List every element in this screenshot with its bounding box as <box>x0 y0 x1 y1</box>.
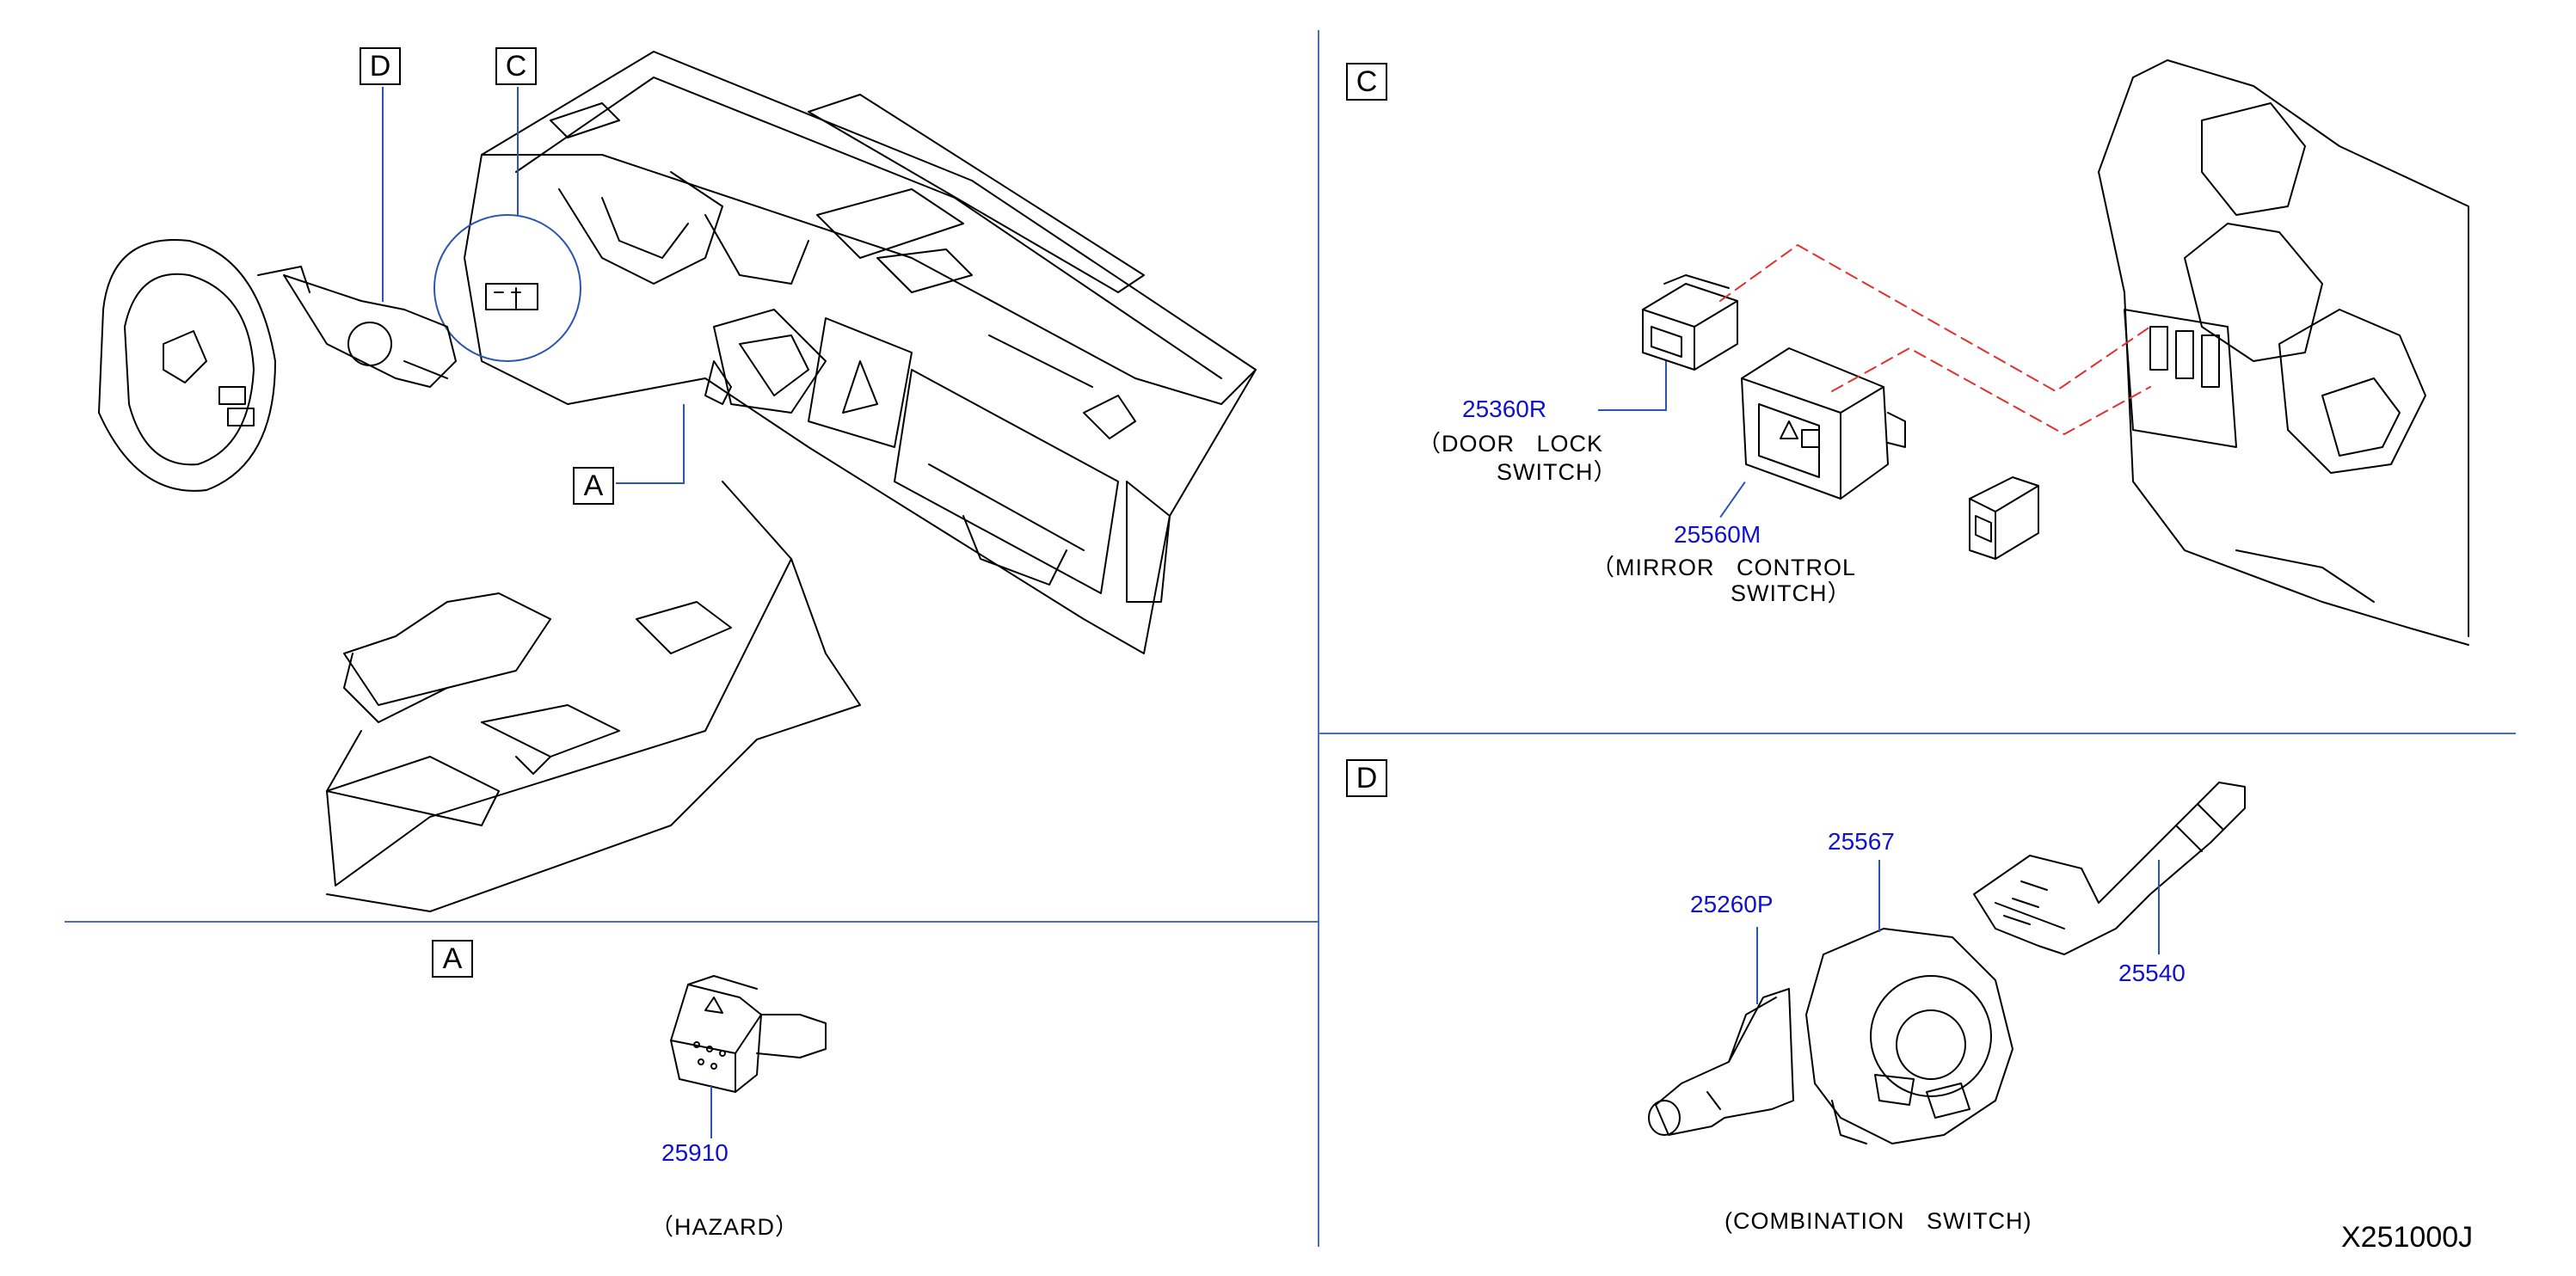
leader-a <box>616 482 685 484</box>
combination-switch-small-drawing <box>257 266 457 388</box>
mirror-control-switch-drawing <box>1741 347 1906 500</box>
steering-wheel-drawing <box>98 239 276 492</box>
combination-switch-desc: (COMBINATION SWITCH) <box>1725 1208 2032 1234</box>
diagram-code: X251000J <box>2341 1221 2474 1254</box>
part-number-25540: 25540 <box>2118 960 2186 986</box>
door-lock-desc-line1: （DOOR LOCK <box>1417 431 1604 457</box>
dashboard-closeup-drawing <box>2098 59 2469 646</box>
leader-door-lock-vert <box>1665 361 1667 410</box>
part-number-mirror: 25560M <box>1674 521 1761 548</box>
part-number-door-lock: 25360R <box>1462 396 1547 422</box>
panel-callout-d: D <box>1346 759 1387 797</box>
callout-c: C <box>495 47 537 85</box>
right-horizontal-divider <box>1319 733 2516 734</box>
callout-d: D <box>360 47 401 85</box>
dashed-link-lines <box>1719 244 2151 435</box>
left-horizontal-divider <box>65 921 1319 923</box>
door-lock-desc-line2: SWITCH） <box>1497 459 1618 485</box>
dashboard-drawing <box>326 51 1257 912</box>
combination-switch-drawing <box>1648 782 2246 1144</box>
mirror-desc-line1: （MIRROR CONTROL <box>1591 555 1857 580</box>
mirror-desc-line2: SWITCH） <box>1731 580 1852 606</box>
vertical-divider <box>1318 30 1319 1247</box>
leader-25567 <box>1878 860 1880 932</box>
door-lock-switch-drawing <box>1642 274 1738 371</box>
leader-door-lock <box>1598 409 1667 411</box>
auxiliary-switch-drawing <box>1969 476 2039 560</box>
part-number-25260p: 25260P <box>1690 891 1774 917</box>
leader-a-vert <box>683 404 685 483</box>
leader-hazard <box>710 1085 712 1138</box>
hazard-desc: （HAZARD） <box>650 1214 800 1240</box>
leader-25540 <box>2158 860 2160 954</box>
part-number-hazard: 25910 <box>661 1139 729 1166</box>
leader-25260p <box>1756 927 1758 1004</box>
panel-callout-a: A <box>432 940 473 978</box>
leader-c <box>517 87 519 216</box>
hazard-switch-drawing <box>670 975 827 1093</box>
callout-a: A <box>573 467 614 505</box>
leader-d <box>382 87 384 302</box>
panel-callout-c: C <box>1346 63 1387 101</box>
part-number-25567: 25567 <box>1828 828 1895 855</box>
